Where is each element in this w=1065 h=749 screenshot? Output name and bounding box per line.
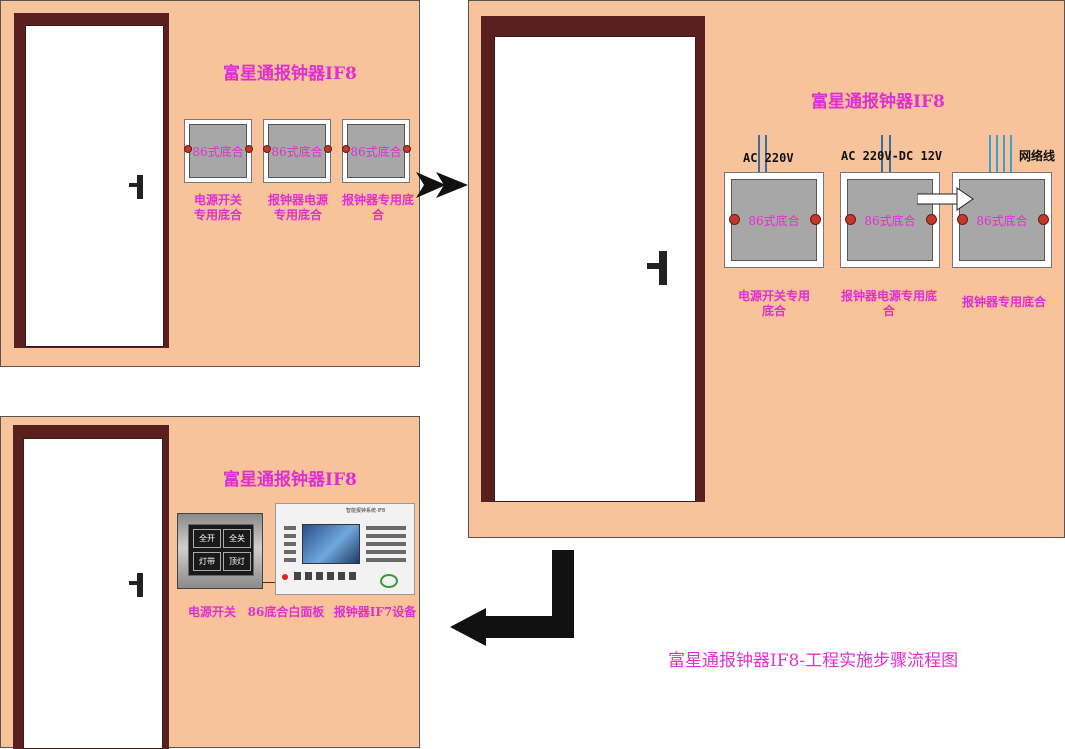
box-caption-text: 报钟器专用底 合 bbox=[341, 193, 414, 222]
panel-title: 富星通报钟器IF8 bbox=[223, 64, 357, 84]
door-handle-icon bbox=[129, 573, 143, 597]
step2-panel: 富星通报钟器IF8 AC 220V AC 220V-DC 12V 网络线 86式… bbox=[468, 0, 1065, 538]
device-caption: 电源开关 bbox=[187, 605, 236, 619]
switch-button-label: 全关 bbox=[229, 534, 245, 543]
device-keypad-left bbox=[284, 526, 296, 566]
box-caption-text: 报钟器专用底合 bbox=[961, 295, 1046, 309]
power-wire bbox=[758, 135, 760, 193]
network-wire bbox=[1010, 135, 1012, 193]
switch-button-label: 全开 bbox=[199, 534, 215, 543]
box-label: 86式底合 bbox=[976, 213, 1028, 228]
box-face: 86式底合 bbox=[268, 124, 326, 178]
screw-icon bbox=[245, 145, 253, 153]
box-caption: 报钟器电源专用底 合 bbox=[829, 289, 949, 319]
device-screen bbox=[302, 524, 360, 564]
box-caption-text: 电源开关专用 底合 bbox=[737, 289, 810, 318]
wire-label: AC 220V bbox=[743, 151, 794, 165]
box-label: 86式底合 bbox=[350, 144, 402, 159]
wire-label: AC 220V-DC 12V bbox=[841, 149, 943, 163]
screw-icon bbox=[926, 214, 937, 225]
device-status-led bbox=[282, 574, 288, 580]
wire-label: 网络线 bbox=[1019, 149, 1056, 163]
screw-icon bbox=[263, 145, 271, 153]
network-wire bbox=[1003, 135, 1005, 193]
power-wire bbox=[881, 135, 883, 193]
box-caption-text: 报钟器电源 专用底合 bbox=[267, 193, 328, 222]
step1-panel: 富星通报钟器IF8 86式底合 86式底合 86式底合 电源开关 专用底合 报钟… bbox=[0, 0, 420, 367]
screw-icon bbox=[324, 145, 332, 153]
box-caption: 电源开关专用 底合 bbox=[719, 289, 829, 319]
step3-panel: 富星通报钟器IF8 全开 全关 灯带 顶灯 智能报钟系统·IF8 电源开关 86… bbox=[0, 416, 420, 749]
screw-icon bbox=[845, 214, 856, 225]
box-face: 86式底合 bbox=[347, 124, 405, 178]
wall-box-power-switch: 86式底合 bbox=[184, 119, 252, 183]
box-label: 86式底合 bbox=[271, 144, 323, 159]
screw-icon bbox=[342, 145, 350, 153]
wall-box-clock-power: 86式底合 bbox=[263, 119, 331, 183]
box-caption: 报钟器专用底合 bbox=[949, 295, 1059, 310]
box-face: 86式底合 bbox=[189, 124, 247, 178]
door-handle-icon bbox=[647, 251, 667, 285]
clock-reporter-device: 智能报钟系统·IF8 bbox=[275, 503, 415, 595]
power-wire bbox=[889, 135, 891, 193]
panel-title: 富星通报钟器IF8 bbox=[811, 92, 945, 112]
wall-box-clock-device: 86式底合 bbox=[342, 119, 410, 183]
box-label: 86式底合 bbox=[864, 213, 916, 228]
network-wire bbox=[996, 135, 998, 193]
box-label: 86式底合 bbox=[192, 144, 244, 159]
flow-arrow-right-icon bbox=[416, 172, 468, 198]
device-header: 智能报钟系统·IF8 bbox=[346, 508, 386, 514]
device-caption: 报钟器IF7设备 bbox=[333, 605, 417, 619]
box-face: 86式底合 bbox=[731, 179, 817, 261]
switch-button-label: 灯带 bbox=[199, 557, 215, 566]
box-label: 86式底合 bbox=[748, 213, 800, 228]
diagram-caption: 富星通报钟器IF8-工程实施步骤流程图 bbox=[668, 651, 959, 671]
screw-icon bbox=[184, 145, 192, 153]
network-wire bbox=[989, 135, 991, 193]
door-handle-icon bbox=[129, 175, 143, 199]
box-face: 86式底合 bbox=[959, 179, 1045, 261]
box-caption: 电源开关 专用底合 bbox=[179, 193, 257, 223]
switch-face: 全开 全关 灯带 顶灯 bbox=[188, 524, 254, 576]
box-caption-text: 报钟器电源专用底 合 bbox=[840, 289, 937, 318]
screw-icon bbox=[1038, 214, 1049, 225]
device-keypad-right bbox=[366, 526, 406, 566]
device-caption: 86底合白面板 bbox=[247, 605, 325, 619]
switch-button[interactable]: 全关 bbox=[223, 529, 251, 548]
device-nav-bar bbox=[294, 572, 358, 580]
switch-button[interactable]: 全开 bbox=[193, 529, 221, 548]
panel-title: 富星通报钟器IF8 bbox=[223, 470, 357, 490]
power-switch-panel: 全开 全关 灯带 顶灯 bbox=[177, 513, 263, 589]
box-caption-text: 电源开关 专用底合 bbox=[193, 193, 242, 222]
wall-box-clock-device: 86式底合 bbox=[952, 172, 1052, 268]
connector-line bbox=[263, 582, 275, 583]
screw-icon bbox=[403, 145, 411, 153]
box-caption: 报钟器专用底 合 bbox=[338, 193, 418, 223]
wall-box-power-switch: 86式底合 bbox=[724, 172, 824, 268]
box-caption: 报钟器电源 专用底合 bbox=[257, 193, 339, 223]
cable-route-arrow-icon bbox=[917, 187, 974, 211]
power-wire bbox=[765, 135, 767, 193]
screw-icon bbox=[957, 214, 968, 225]
switch-button[interactable]: 灯带 bbox=[193, 552, 221, 571]
flow-arrow-left-icon bbox=[450, 550, 574, 646]
screw-icon bbox=[810, 214, 821, 225]
screw-icon bbox=[729, 214, 740, 225]
switch-button-label: 顶灯 bbox=[229, 557, 245, 566]
nfc-icon bbox=[380, 574, 398, 588]
switch-button[interactable]: 顶灯 bbox=[223, 552, 251, 571]
